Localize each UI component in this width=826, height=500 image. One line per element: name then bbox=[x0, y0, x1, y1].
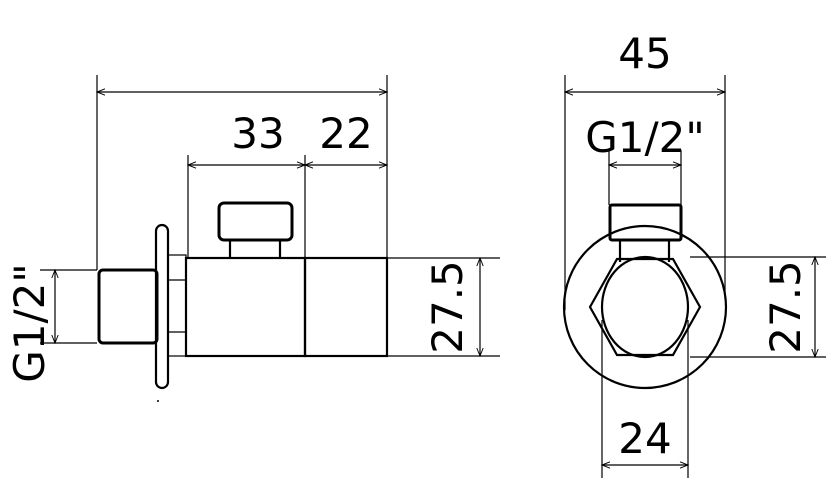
valve-body-side bbox=[97, 201, 389, 402]
handle bbox=[217, 201, 294, 242]
side-view: 33 22 27.5 G1/2" bbox=[5, 75, 500, 402]
dim-handle-offset: 33 bbox=[231, 109, 284, 158]
dimension-lines bbox=[563, 88, 819, 469]
front-view: 45 G1/2" 27.5 24 bbox=[562, 29, 826, 478]
dim-body-height: 27.5 bbox=[761, 260, 810, 354]
valve-body-front bbox=[562, 203, 728, 390]
dim-body-height: 27.5 bbox=[423, 260, 472, 354]
dim-thread: G1/2" bbox=[585, 113, 704, 162]
dim-width: 45 bbox=[618, 29, 671, 78]
dim-hex: 24 bbox=[618, 414, 671, 463]
extension-lines bbox=[40, 75, 500, 357]
dim-thread: G1/2" bbox=[5, 263, 54, 382]
extension-lines bbox=[564, 75, 826, 478]
dimension-lines bbox=[51, 88, 484, 358]
dim-end-length: 22 bbox=[319, 109, 372, 158]
handle bbox=[608, 203, 683, 242]
